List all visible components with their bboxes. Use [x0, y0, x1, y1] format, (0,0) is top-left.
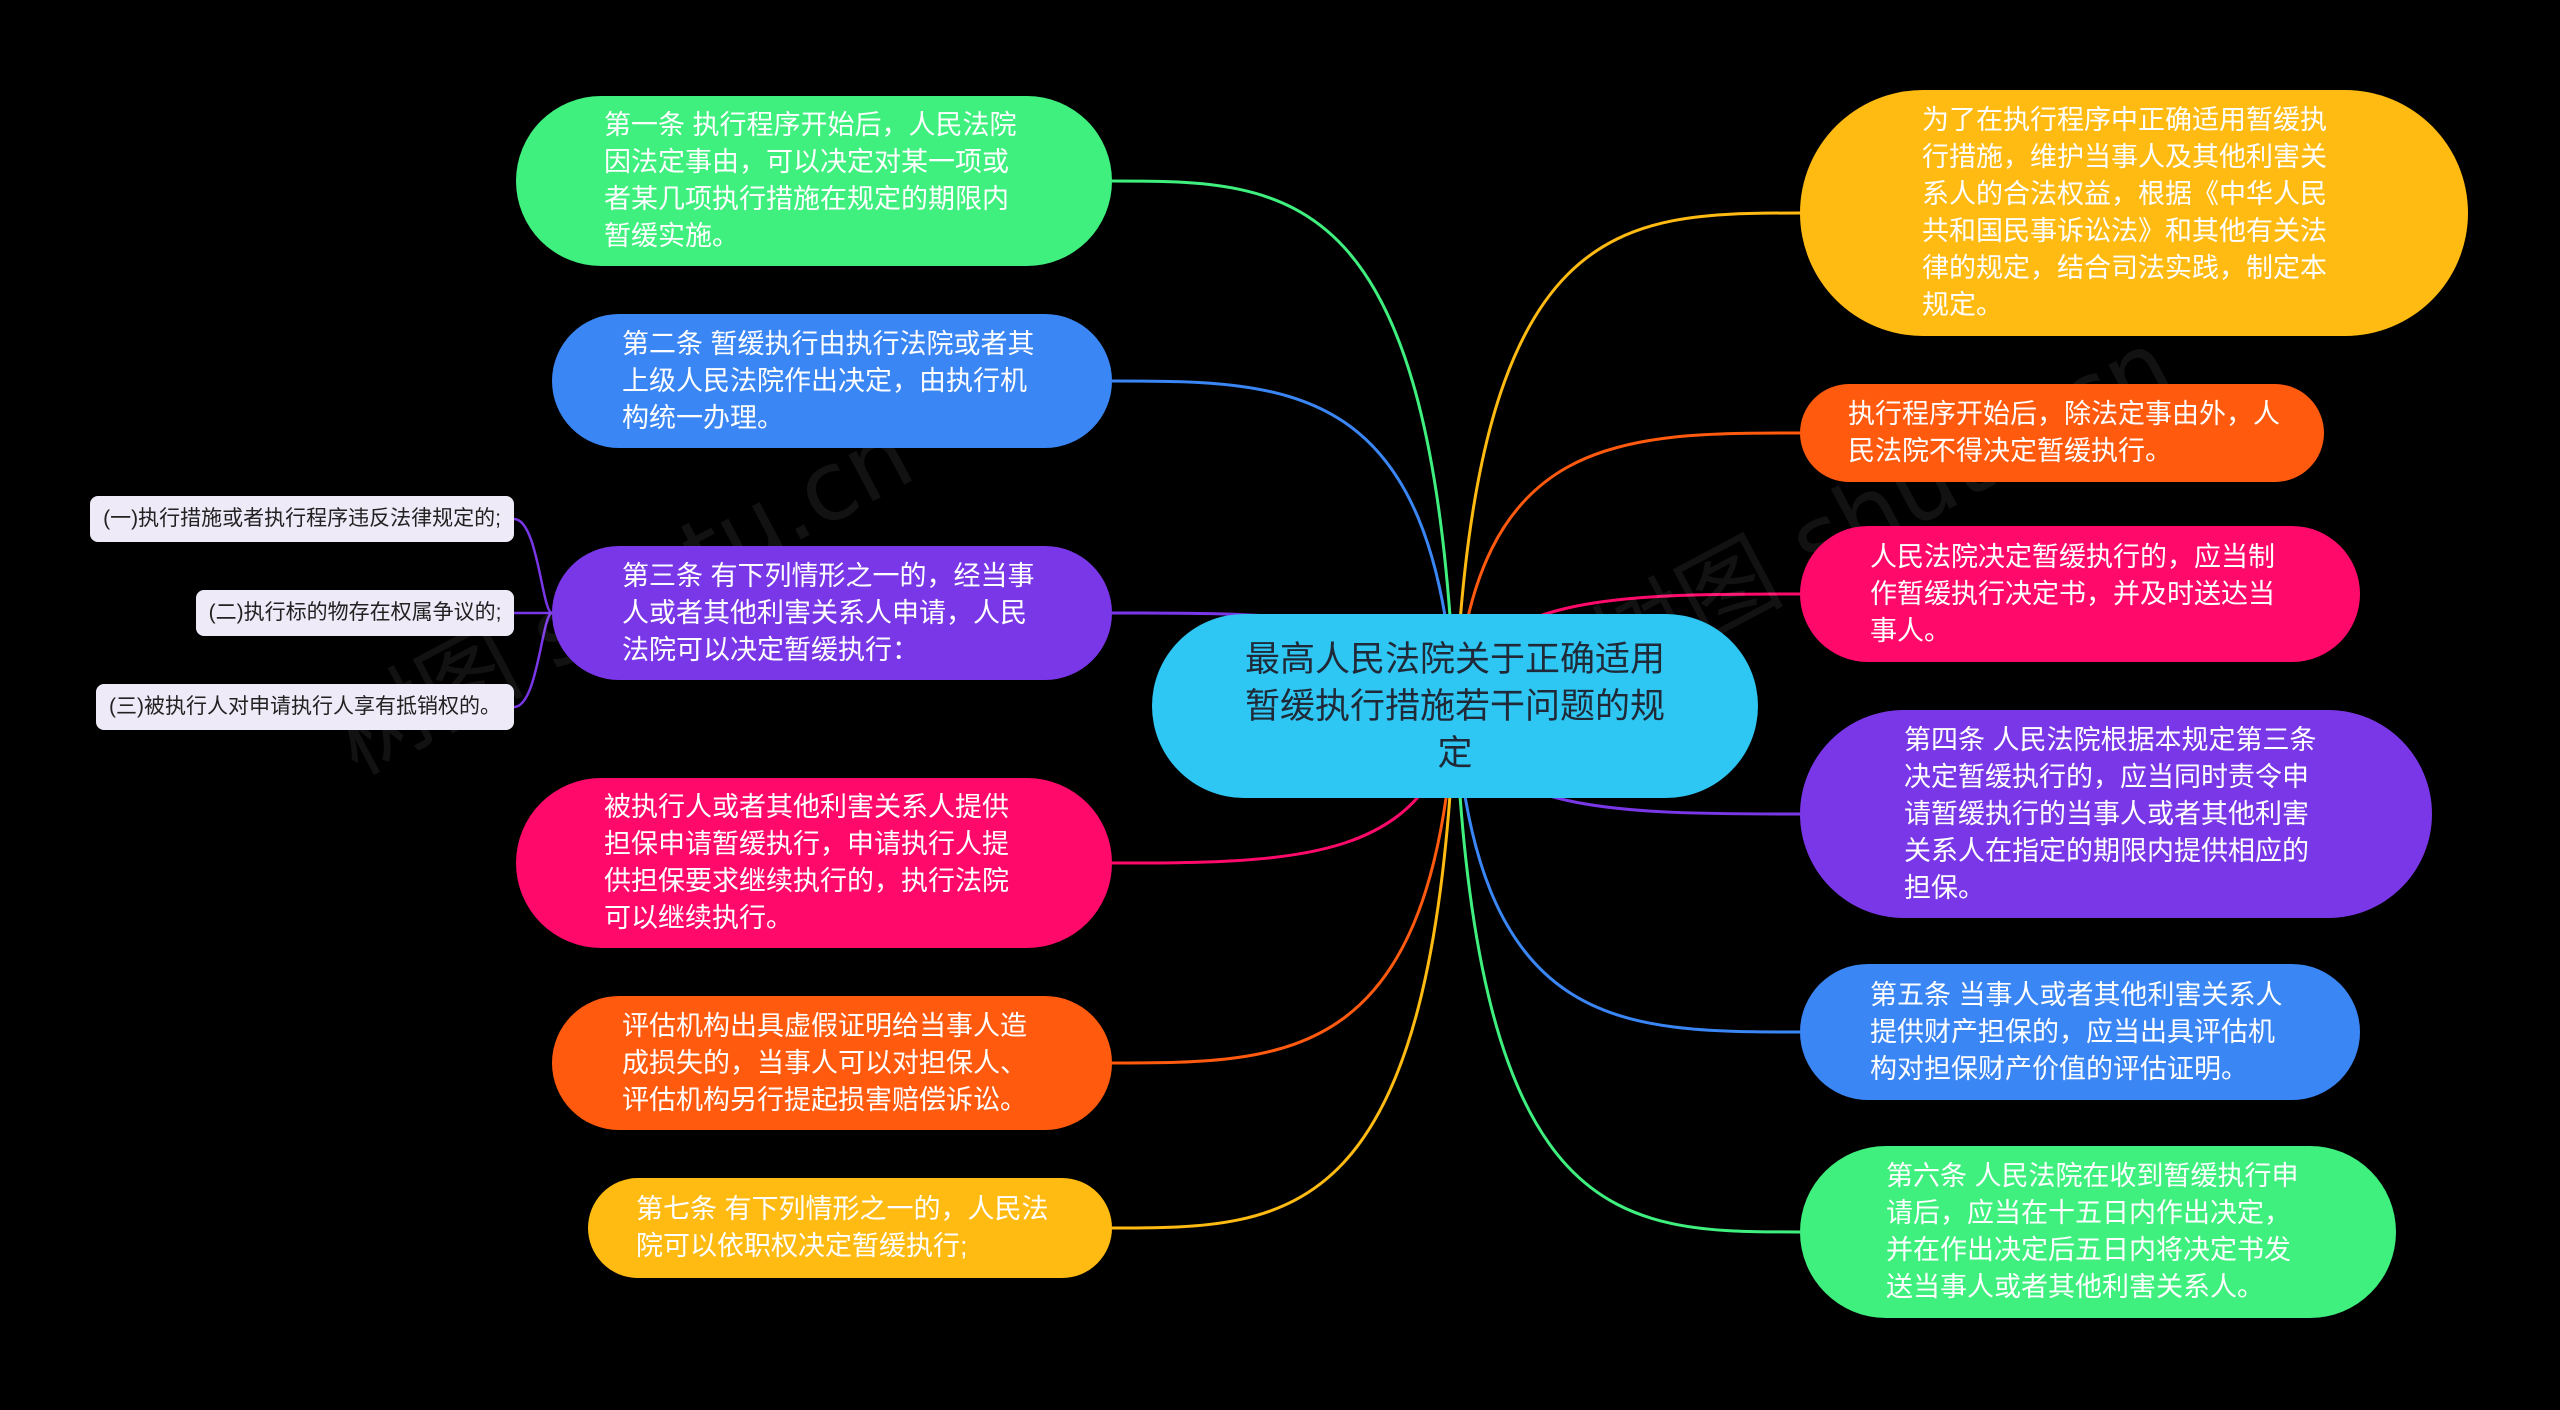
connector-line: [1111, 179, 1457, 707]
topic-label: 执行程序开始后，除法定事由外，人民法院不得决定暂缓执行。: [1848, 399, 2280, 466]
topic-label: 第四条 人民法院根据本规定第三条决定暂缓执行的，应当同时责令申请暂缓执行的当事人…: [1904, 724, 2317, 903]
topic-purpose[interactable]: 为了在执行程序中正确适用暂缓执行措施，维护当事人及其他利害关系人的合法权益，根据…: [1800, 90, 2468, 336]
subtopic-label: (一)执行措施或者执行程序违反法律规定的;: [103, 507, 501, 530]
topic-guarantee-continue[interactable]: 被执行人或者其他利害关系人提供担保申请暂缓执行，申请执行人提供担保要求继续执行的…: [516, 778, 1112, 948]
topic-label: 被执行人或者其他利害关系人提供担保申请暂缓执行，申请执行人提供担保要求继续执行的…: [604, 792, 1009, 933]
subtopic-item-1[interactable]: (一)执行措施或者执行程序违反法律规定的;: [90, 496, 514, 542]
topic-no-suspension[interactable]: 执行程序开始后，除法定事由外，人民法院不得决定暂缓执行。: [1800, 384, 2324, 482]
topic-article-6[interactable]: 第六条 人民法院在收到暂缓执行申请后，应当在十五日内作出决定，并在作出决定后五日…: [1800, 1146, 2396, 1318]
topic-decision-document[interactable]: 人民法院决定暂缓执行的，应当制作暂缓执行决定书，并及时送达当事人。: [1800, 526, 2360, 662]
central-topic[interactable]: 最高人民法院关于正确适用暂缓执行措施若干问题的规定: [1152, 614, 1758, 798]
topic-article-7[interactable]: 第七条 有下列情形之一的，人民法院可以依职权决定暂缓执行;: [588, 1178, 1112, 1278]
topic-article-5[interactable]: 第五条 当事人或者其他利害关系人提供财产担保的，应当出具评估机构对担保财产价值的…: [1800, 964, 2360, 1100]
topic-assessment-lawsuit[interactable]: 评估机构出具虚假证明给当事人造成损失的，当事人可以对担保人、评估机构另行提起损害…: [552, 996, 1112, 1130]
connector-line: [1453, 705, 1801, 1034]
subtopic-connector: [513, 517, 554, 615]
topic-label: 第二条 暂缓执行由执行法院或者其上级人民法院作出决定，由执行机构统一办理。: [622, 328, 1035, 433]
topic-article-1[interactable]: 第一条 执行程序开始后，人民法院因法定事由，可以决定对某一项或者某几项执行措施在…: [516, 96, 1112, 266]
topic-label: 第五条 当事人或者其他利害关系人提供财产担保的，应当出具评估机构对担保财产价值的…: [1870, 979, 2283, 1084]
subtopic-item-3[interactable]: (三)被执行人对申请执行人享有抵销权的。: [96, 684, 514, 730]
subtopic-label: (二)执行标的物存在权属争议的;: [208, 601, 502, 624]
topic-label: 第六条 人民法院在收到暂缓执行申请后，应当在十五日内作出决定，并在作出决定后五日…: [1886, 1161, 2299, 1302]
central-topic-label: 最高人民法院关于正确适用暂缓执行措施若干问题的规定: [1244, 639, 1665, 773]
connector-line: [1111, 379, 1457, 707]
topic-label: 第一条 执行程序开始后，人民法院因法定事由，可以决定对某一项或者某几项执行措施在…: [604, 110, 1017, 251]
subtopic-item-2[interactable]: (二)执行标的物存在权属争议的;: [196, 590, 514, 636]
connector-line: [1111, 705, 1457, 1065]
connector-line: [1111, 705, 1457, 1230]
topic-label: 第七条 有下列情形之一的，人民法院可以依职权决定暂缓执行;: [636, 1194, 1049, 1261]
connector-line: [1453, 431, 1801, 707]
topic-label: 第三条 有下列情形之一的，经当事人或者其他利害关系人申请，人民法院可以决定暂缓执…: [622, 560, 1035, 665]
connector-line: [1453, 705, 1801, 1234]
topic-article-2[interactable]: 第二条 暂缓执行由执行法院或者其上级人民法院作出决定，由执行机构统一办理。: [552, 314, 1112, 448]
topic-article-4[interactable]: 第四条 人民法院根据本规定第三条决定暂缓执行的，应当同时责令申请暂缓执行的当事人…: [1800, 710, 2432, 918]
subtopic-label: (三)被执行人对申请执行人享有抵销权的。: [109, 695, 501, 718]
topic-label: 人民法院决定暂缓执行的，应当制作暂缓执行决定书，并及时送达当事人。: [1870, 541, 2275, 646]
connector-line: [1453, 211, 1801, 707]
topic-label: 评估机构出具虚假证明给当事人造成损失的，当事人可以对担保人、评估机构另行提起损害…: [622, 1010, 1027, 1115]
topic-article-3[interactable]: 第三条 有下列情形之一的，经当事人或者其他利害关系人申请，人民法院可以决定暂缓执…: [552, 546, 1112, 680]
subtopic-connector: [513, 611, 554, 709]
topic-label: 为了在执行程序中正确适用暂缓执行措施，维护当事人及其他利害关系人的合法权益，根据…: [1922, 105, 2327, 320]
